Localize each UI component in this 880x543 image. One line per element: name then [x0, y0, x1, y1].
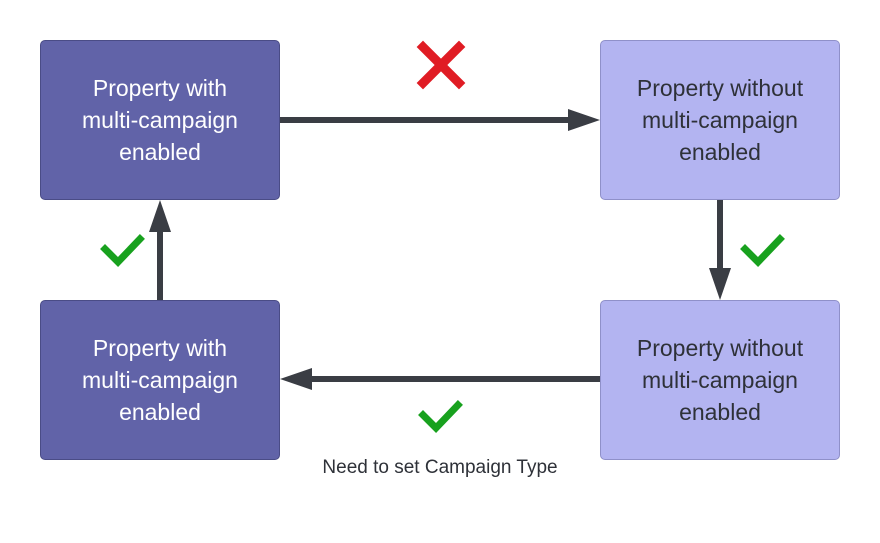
check-icon	[418, 400, 463, 434]
edge-bottom-right-to-bottom-left	[280, 368, 600, 390]
node-property-without-multi-campaign-top: Property without multi-campaign enabled	[600, 40, 840, 200]
edge-top-right-to-bottom-right	[709, 200, 731, 300]
check-icon	[740, 234, 785, 268]
node-property-without-multi-campaign-bottom: Property without multi-campaign enabled	[600, 300, 840, 460]
node-label: Property without multi-campaign enabled	[636, 75, 804, 165]
cross-icon	[416, 40, 466, 90]
edge-top-left-to-top-right	[280, 109, 600, 131]
edge-bottom-left-to-top-left	[149, 200, 171, 300]
edge-label-campaign-type: Need to set Campaign Type	[322, 457, 558, 478]
node-label: Property with multi-campaign enabled	[82, 335, 238, 425]
node-label: Property without multi-campaign enabled	[636, 335, 804, 425]
check-icon	[100, 234, 145, 268]
node-label: Property with multi-campaign enabled	[82, 75, 238, 165]
node-property-with-multi-campaign-bottom: Property with multi-campaign enabled	[40, 300, 280, 460]
node-property-with-multi-campaign-top: Property with multi-campaign enabled	[40, 40, 280, 200]
